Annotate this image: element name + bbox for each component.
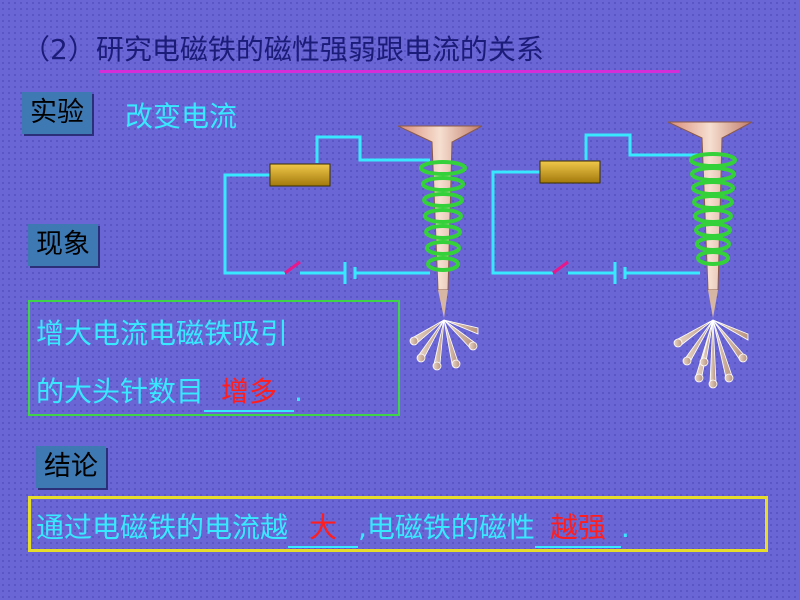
conclusion-answer-1: 大 [288,506,359,548]
wire-left [223,135,430,275]
experiment-text: 改变电流 [125,100,238,133]
rheostat-right [539,160,601,184]
conclusion-line: 通过电磁铁的电流越大,电磁铁的磁性越强. [36,506,630,548]
phenomenon-tag: 现象 [28,224,98,266]
conclusion-part-3: . [620,511,630,544]
conclusion-part-2: ,电磁铁的磁性 [358,511,535,544]
conclusion-part-1: 通过电磁铁的电流越 [36,511,289,544]
conclusion-tag: 结论 [36,446,106,488]
switch-right [552,260,569,275]
rheostat-left [269,163,331,187]
phenomenon-box [28,300,400,416]
battery-left [343,262,357,284]
pins-right [673,319,749,389]
circuit-right [491,121,753,389]
phenomenon-line-1: 增大电流电磁铁吸引 [36,317,289,350]
battery-right [613,262,627,284]
circuit-left [223,125,483,371]
experiment-tag: 实验 [22,92,92,134]
wire-right [491,133,700,275]
title-underline [100,70,680,73]
phenomenon-line-2: 的大头针数目增多. [36,370,303,412]
switch-left [284,260,301,275]
slide-title: （2）研究电磁铁的磁性强弱跟电流的关系 [22,33,544,66]
electromagnet-left [397,125,483,318]
phenomenon-answer: 增多 [204,370,295,412]
pins-left [409,319,479,371]
coil-left [419,160,467,272]
conclusion-answer-2: 越强 [534,506,621,548]
phenomenon-line-2-prefix: 的大头针数目 [36,375,205,408]
conclusion-box [28,496,768,552]
phenomenon-line-2-suffix: . [294,375,303,408]
coil-right [689,152,737,266]
